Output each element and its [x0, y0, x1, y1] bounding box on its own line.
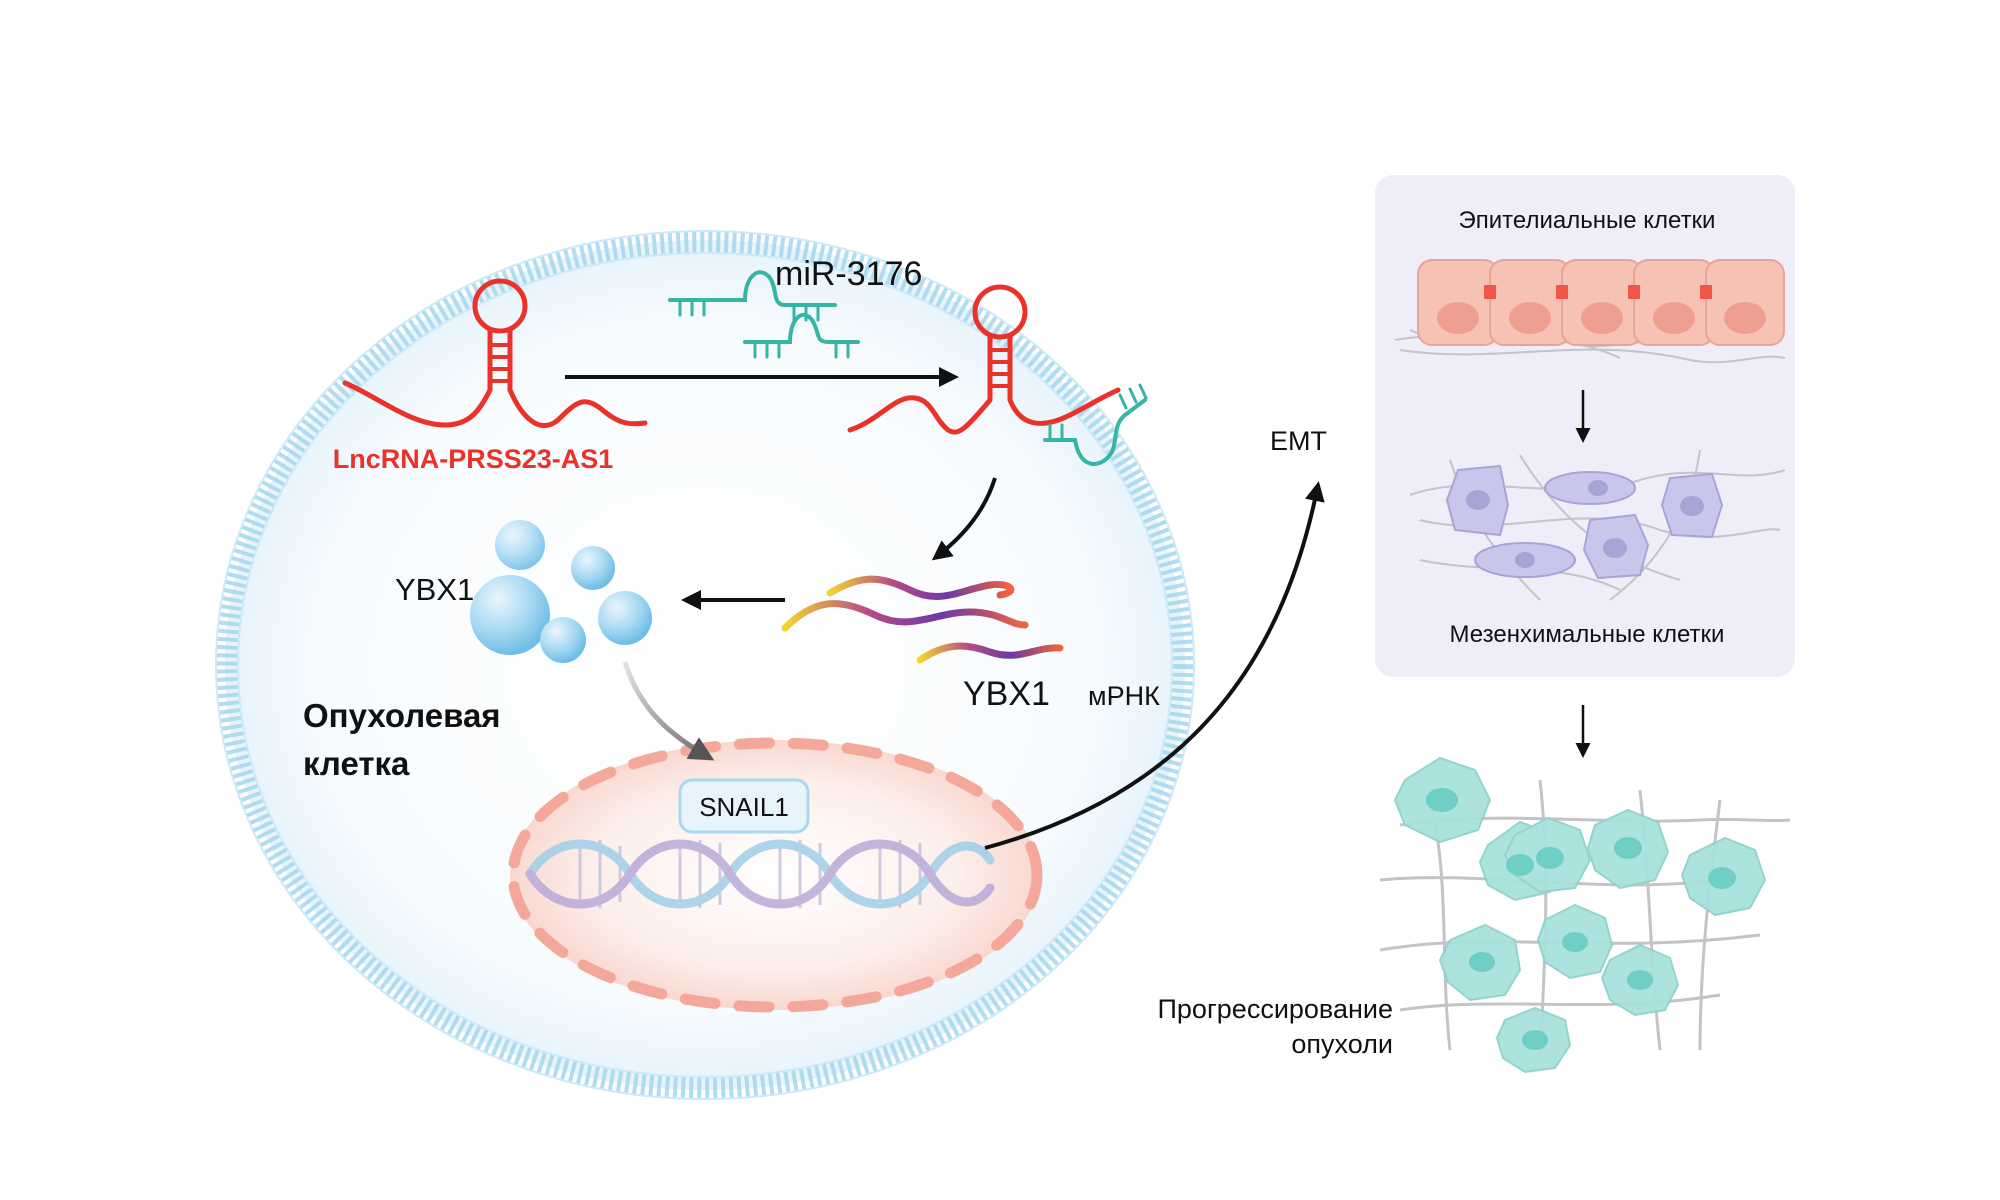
tumor-cell-label-line1: Опухолевая [303, 697, 501, 734]
snail1-label-box: SNAIL1 [678, 778, 810, 834]
emt-panel: Эпителиальные клетки [1375, 175, 1795, 677]
ybx1-mrna-gene-label: YBX1 [963, 675, 1050, 713]
arrow-complex-to-mrna [931, 477, 997, 561]
ybx1-protein-label: YBX1 [395, 572, 474, 607]
emt-label: EMT [1270, 426, 1327, 456]
nucleus [507, 737, 1043, 1013]
tumor-cells [1393, 756, 1767, 1074]
progression-label-line2: опухоли [1291, 1029, 1393, 1059]
tumor-progression-matrix [1379, 779, 1791, 1061]
ybx1-mrna-strands [781, 575, 1064, 664]
tumor-cell-nuclei [1426, 788, 1736, 1050]
lncrna-label: LncRNA-PRSS23-AS1 [333, 444, 614, 474]
progression-label-line1: Прогрессирование [1158, 994, 1394, 1024]
mirna-label: miR-3176 [775, 255, 922, 293]
lncrna-mirna-complex [847, 284, 1148, 466]
epithelial-cells [1417, 259, 1785, 346]
mirna-molecules [668, 270, 860, 359]
ybx1-protein-cluster [470, 520, 652, 663]
lncrna-structure: LncRNA-PRSS23-AS1 [333, 278, 648, 474]
mesenchymal-nuclei [1466, 480, 1704, 568]
arrow-dna-to-emt [984, 481, 1325, 850]
cell-membrane-outer [215, 230, 1195, 1100]
nucleus-body [510, 740, 1040, 1010]
ybx1-mrna-suffix-label: мРНК [1088, 681, 1160, 711]
snail1-box [678, 778, 810, 834]
nucleus-envelope [507, 737, 1043, 1013]
arrow-ybx1-to-snail1 [622, 661, 715, 761]
tumor-cell-label-line2: клетка [303, 745, 410, 782]
mesenchymal-label: Мезенхимальные клетки [1450, 621, 1725, 648]
cell-membrane [216, 231, 1194, 1099]
cell-membrane-inner [237, 252, 1173, 1078]
epithelial-label: Эпителиальные клетки [1459, 207, 1716, 234]
snail1-label: SNAIL1 [699, 792, 789, 822]
emt-panel-bg [1375, 175, 1795, 677]
dna-helix [525, 839, 995, 909]
